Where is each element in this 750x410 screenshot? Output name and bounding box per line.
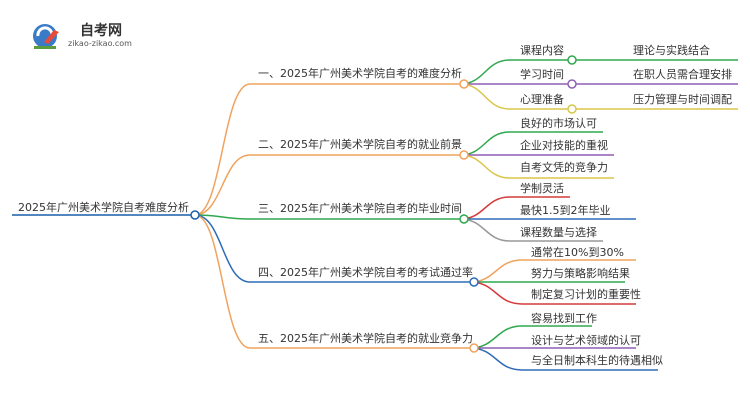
branch-connector [194, 214, 251, 283]
topic-diploma-competitiveness: 自考文凭的竞争力 [520, 161, 608, 174]
child-connector [469, 347, 523, 371]
branch-topic-difficulty: 一、2025年广州美术学院自考的难度分析 [258, 67, 462, 80]
child-connector [459, 59, 511, 85]
child-connector [469, 281, 523, 305]
child-knob [567, 55, 577, 65]
child-connector [459, 131, 511, 156]
branch-knob [459, 150, 469, 160]
branch-topic-graduation: 三、2025年广州美术学院自考的毕业时间 [258, 202, 462, 215]
branch-knob [469, 277, 479, 287]
branch-knob [459, 79, 469, 89]
topic-pass-rate-range: 通常在10%到30% [531, 246, 624, 259]
topic-fastest-graduation: 最快1.5到2年毕业 [520, 204, 611, 217]
child-connector [469, 259, 523, 283]
child-knob [567, 79, 577, 89]
leaf-stress-time: 压力管理与时间调配 [633, 93, 732, 106]
branch-connector [194, 83, 251, 216]
topic-easy-job: 容易找到工作 [531, 312, 597, 325]
site-logo-subtitle: zikao-zikao.com [68, 39, 132, 48]
child-connector [459, 196, 511, 220]
topic-course-content: 课程内容 [520, 44, 564, 57]
site-logo-title: 自考网 [80, 23, 122, 39]
branch-knob [459, 214, 469, 224]
child-connector [459, 218, 511, 242]
leaf-working-schedule: 在职人员需合理安排 [633, 68, 732, 81]
child-connector [469, 325, 523, 349]
branch-connector [194, 214, 251, 220]
branch-topic-competitiveness: 五、2025年广州美术学院自考的就业竞争力 [258, 332, 473, 345]
topic-flexible-system: 学制灵活 [520, 182, 564, 195]
child-connector [459, 83, 511, 110]
topic-skill-valued: 企业对技能的重视 [520, 139, 608, 152]
topic-market-recognition: 良好的市场认可 [520, 117, 597, 130]
child-knob [567, 104, 577, 114]
topic-effort-strategy: 努力与策略影响结果 [531, 267, 630, 280]
child-connector [459, 154, 511, 179]
root-topic: 2025年广州美术学院自考难度分析 [18, 201, 189, 214]
topic-design-recognition: 设计与艺术领域的认可 [531, 334, 641, 347]
topic-study-time: 学习时间 [520, 68, 564, 81]
branch-topic-pass-rate: 四、2025年广州美术学院自考的考试通过率 [258, 266, 473, 279]
branch-connector [194, 154, 251, 216]
topic-equal-treatment: 与全日制本科生的待遇相似 [531, 354, 663, 367]
branch-topic-employment: 二、2025年广州美术学院自考的就业前景 [258, 138, 462, 151]
root-knob [190, 210, 200, 220]
leaf-theory-practice: 理论与实践结合 [633, 44, 710, 57]
topic-review-plan: 制定复习计划的重要性 [531, 288, 641, 301]
branch-connector [194, 214, 251, 349]
site-logo-icon [33, 24, 59, 49]
topic-course-selection: 课程数量与选择 [520, 226, 597, 239]
branch-knob [469, 343, 479, 353]
topic-mental-prep: 心理准备 [520, 93, 564, 106]
